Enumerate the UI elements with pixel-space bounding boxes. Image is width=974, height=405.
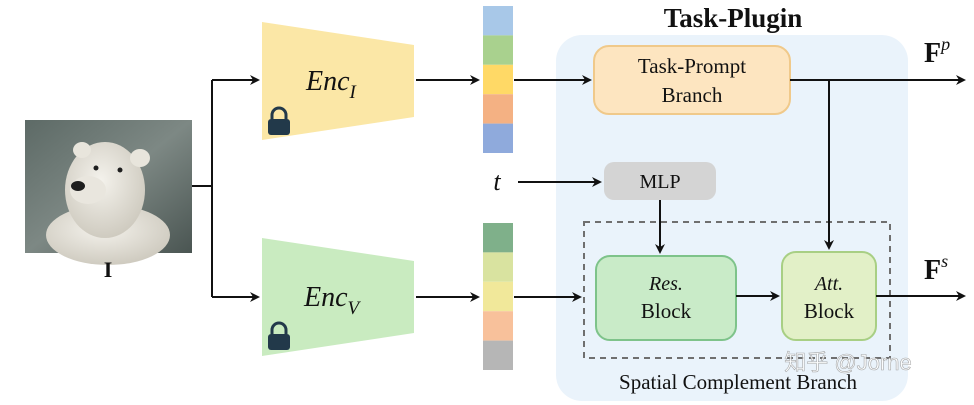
res-block-line1: Res.: [648, 273, 683, 295]
lock-icon: [268, 106, 290, 135]
visual-encoder-label: EncV: [303, 282, 362, 319]
token-cell: [483, 311, 513, 341]
att-block-line2: Block: [804, 299, 855, 323]
mlp-label: MLP: [639, 171, 680, 193]
image-encoder-label: EncI: [305, 66, 358, 103]
res-block: [595, 255, 737, 341]
token-cell: [483, 6, 513, 36]
att-block-line1: Att.: [813, 273, 843, 295]
task-prompt-line1: Task-Prompt: [638, 54, 746, 78]
token-stack-bottom: [483, 223, 513, 370]
spatial-branch-label: Spatial Complement Branch: [619, 370, 857, 394]
token-cell: [483, 94, 513, 124]
token-cell: [483, 340, 513, 370]
att-block: [781, 251, 877, 341]
output-fp-label: Fp: [924, 34, 950, 69]
token-cell: [483, 123, 513, 153]
input-label: I: [104, 257, 113, 282]
image-split-connector: [192, 75, 260, 302]
task-prompt-line2: Branch: [662, 83, 723, 107]
lock-icon: [268, 321, 290, 350]
output-fs-label: Fs: [924, 251, 948, 286]
task-plugin-title: Task-Plugin: [664, 3, 803, 33]
image-encoder: [262, 22, 414, 140]
token-stack-top: [483, 6, 513, 153]
watermark: 知乎 @Jorne: [784, 350, 911, 375]
token-cell: [483, 35, 513, 65]
res-block-line2: Block: [641, 299, 692, 323]
token-cell: [483, 281, 513, 312]
token-cell: [483, 252, 513, 282]
visual-encoder: [262, 238, 414, 356]
spatial-branch-frame: [583, 221, 891, 359]
input-image: [25, 120, 192, 265]
timestep-label: t: [493, 167, 501, 196]
mlp-box: [604, 162, 716, 200]
token-cell: [483, 64, 513, 95]
token-cell: [483, 223, 513, 253]
